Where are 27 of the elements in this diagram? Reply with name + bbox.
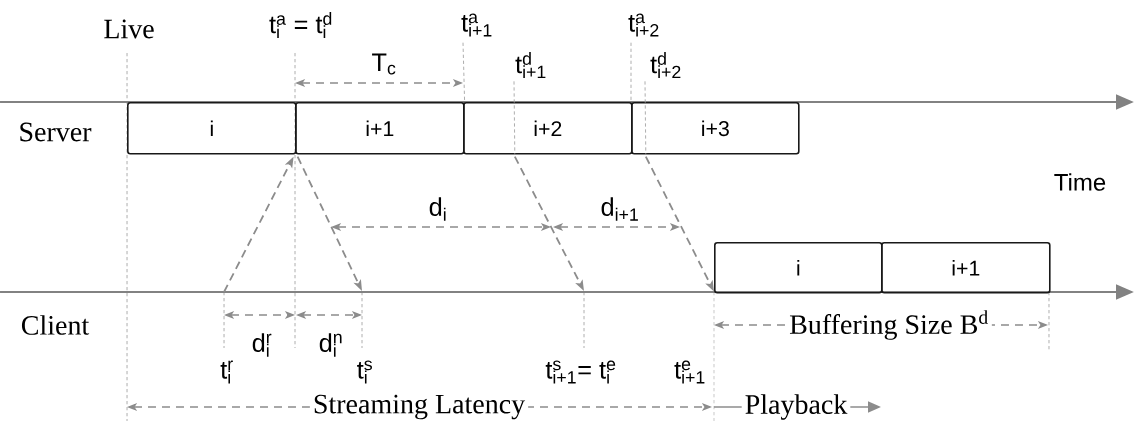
time-label: t$_{i}$$^{a}$ = t$_{i}$d bbox=[269, 11, 332, 39]
dimension-label: Streaming Latency bbox=[309, 394, 529, 420]
delay-label: d$_{i+1}$ bbox=[601, 197, 638, 221]
time-label: t$_{i+2}$a bbox=[628, 13, 659, 37]
segment-box: i bbox=[127, 102, 297, 155]
delay-label: d$_{i}$ bbox=[429, 197, 446, 221]
guide-line bbox=[462, 42, 466, 103]
time-label: t$_{i+2}$d bbox=[650, 51, 681, 79]
segment-box: i bbox=[714, 242, 883, 294]
dimension-label: Playback bbox=[741, 394, 851, 420]
row-label: Client bbox=[21, 315, 90, 335]
time-label: t$_{i+1}$$^{s}$= t$_{i}$e bbox=[545, 360, 616, 384]
delay-label: d$_{i}$r bbox=[252, 333, 272, 357]
segment-box: i+1 bbox=[881, 242, 1051, 294]
segment-box: i+1 bbox=[295, 102, 465, 155]
guide-line bbox=[630, 42, 632, 103]
delay-label: d$_{i}$n bbox=[319, 333, 342, 357]
row-label: Server bbox=[20, 122, 92, 142]
guide-line bbox=[644, 80, 647, 156]
time-label: t$_{i}$r bbox=[220, 360, 233, 384]
time-label: t$_{i}$s bbox=[357, 360, 372, 384]
guide-line bbox=[513, 80, 516, 156]
segment-box: i+3 bbox=[631, 102, 800, 155]
segment-box: i+2 bbox=[463, 102, 633, 155]
time-label: t$_{i+1}$a bbox=[461, 13, 492, 37]
time-label: t$_{i+1}$d bbox=[515, 51, 546, 79]
dimension-label: Buffering Size B$^{d}$ bbox=[786, 310, 992, 340]
